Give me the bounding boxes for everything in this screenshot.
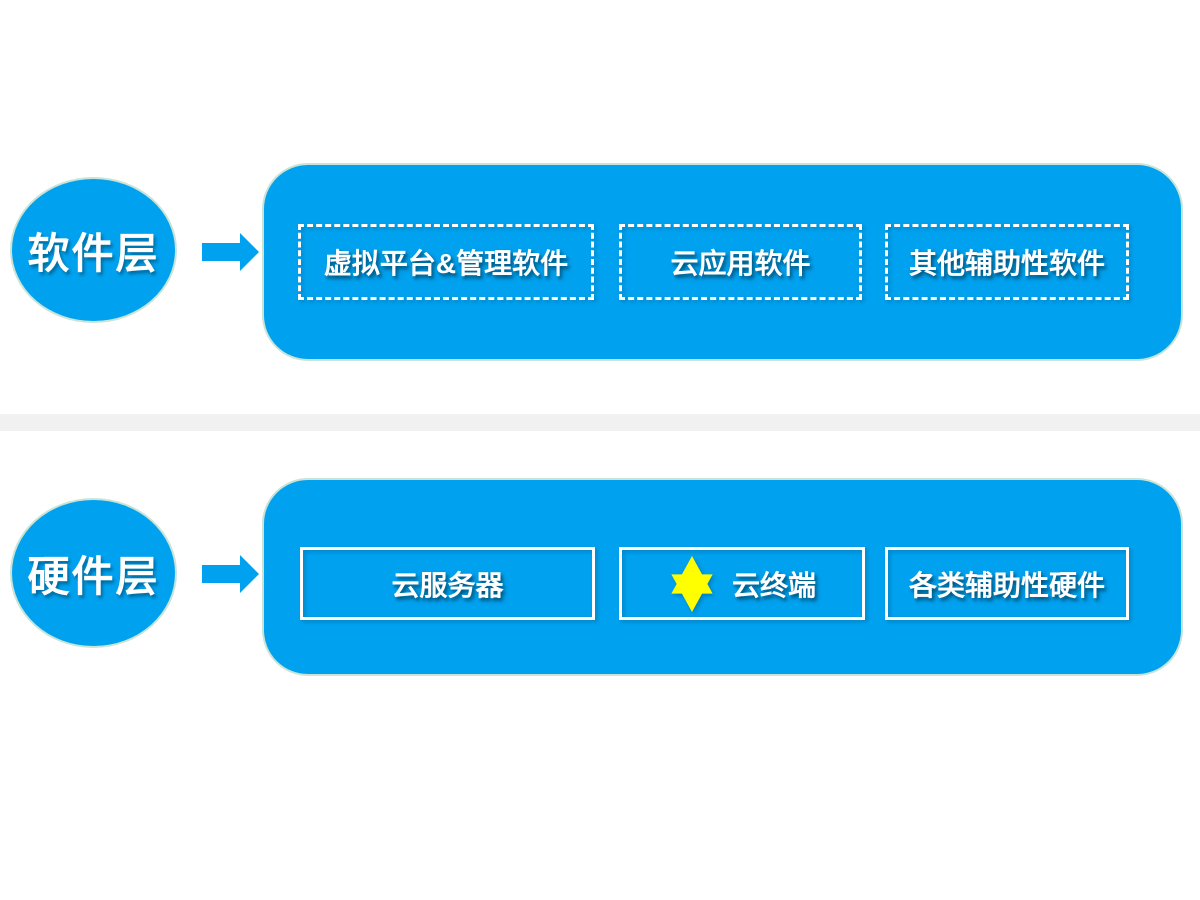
item-label: 云服务器: [391, 569, 504, 601]
hardware-item-other-hardware: 各类辅助性硬件: [885, 547, 1129, 620]
hardware-item-cloud-terminal: 云终端: [619, 547, 865, 620]
software-layer-label: 软件层: [27, 229, 160, 277]
right-arrow-icon: [202, 555, 259, 593]
section-divider: [0, 414, 1200, 431]
item-label: 其他辅助性软件: [908, 248, 1105, 279]
hardware-layer-label: 硬件层: [27, 552, 160, 600]
software-item-cloud-apps: 云应用软件: [619, 224, 862, 300]
item-label: 各类辅助性硬件: [908, 569, 1105, 601]
software-layer-circle: 软件层: [10, 177, 177, 323]
item-label: 云终端: [731, 569, 816, 601]
item-label: 虚拟平台&管理软件: [323, 248, 569, 279]
hardware-layer-panel: 云服务器 云终端 各类辅助性硬件: [262, 478, 1183, 676]
item-label: 云应用软件: [670, 248, 811, 279]
hardware-item-cloud-server: 云服务器: [300, 547, 595, 620]
six-pointed-star-icon: [671, 555, 713, 612]
software-layer-panel: 虚拟平台&管理软件 云应用软件 其他辅助性软件: [262, 163, 1183, 361]
software-item-other-software: 其他辅助性软件: [885, 224, 1129, 300]
software-item-virtual-platform: 虚拟平台&管理软件: [298, 224, 594, 300]
hardware-layer-circle: 硬件层: [10, 498, 177, 648]
right-arrow-icon: [202, 233, 259, 271]
